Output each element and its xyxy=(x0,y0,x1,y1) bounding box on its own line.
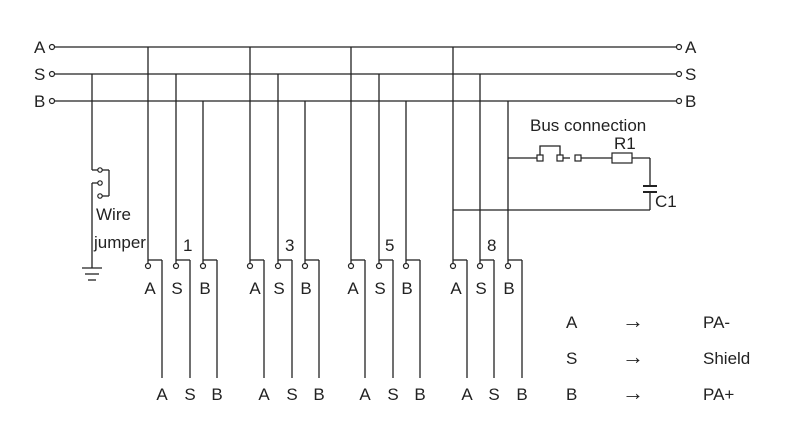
wire-jumper-label-line2: jumper xyxy=(93,233,146,252)
legend-from: B xyxy=(566,385,577,404)
bus-b-left-label: B xyxy=(34,92,45,111)
bus-s-left-label: S xyxy=(34,65,45,84)
legend-to: PA- xyxy=(703,313,730,332)
bus-b-left-terminal xyxy=(48,97,56,105)
terminal-label-bottom: S xyxy=(286,385,297,404)
terminal-group-number: 8 xyxy=(487,236,496,255)
bus-a-right-terminal xyxy=(675,43,683,51)
legend: A → PA- S → Shield B → PA+ xyxy=(566,308,750,405)
legend-to: PA+ xyxy=(703,385,734,404)
terminal-group-number: 5 xyxy=(385,236,394,255)
bottom-terminal-labels: A S B A S B A S B A S B xyxy=(156,385,527,404)
capacitor-label: C1 xyxy=(655,192,677,211)
terminal-label-bottom: B xyxy=(516,385,527,404)
terminal-group-number: 1 xyxy=(183,236,192,255)
terminal-group-5 xyxy=(347,47,421,378)
terminal-label-top: S xyxy=(374,279,385,298)
terminal-label-top: B xyxy=(503,279,514,298)
terminal-label-top: S xyxy=(475,279,486,298)
bus-a-right-label: A xyxy=(685,38,697,57)
terminal-label-bottom: B xyxy=(414,385,425,404)
legend-from: S xyxy=(566,349,577,368)
terminal-label-top: A xyxy=(450,279,462,298)
resistor-label: R1 xyxy=(614,134,636,153)
wire-jumper-label-line1: Wire xyxy=(96,205,131,224)
terminal-label-top: A xyxy=(347,279,359,298)
terminal-label-bottom: A xyxy=(258,385,270,404)
terminal-label-bottom: S xyxy=(387,385,398,404)
terminal-group-1 xyxy=(144,47,218,378)
terminal-label-bottom: S xyxy=(488,385,499,404)
terminal-group-8 xyxy=(449,47,523,378)
legend-from: A xyxy=(566,313,578,332)
terminal-group-3 xyxy=(246,47,320,378)
bus-a-left-label: A xyxy=(34,38,46,57)
bus-connection-label: Bus connection xyxy=(530,116,646,135)
terminal-label-bottom: S xyxy=(184,385,195,404)
bus-s-left-terminal xyxy=(48,70,56,78)
top-terminal-labels: A S B A S B A S B A S B xyxy=(144,279,514,298)
terminal-label-top: B xyxy=(401,279,412,298)
terminal-label-bottom: B xyxy=(313,385,324,404)
terminal-label-top: S xyxy=(171,279,182,298)
bus-s-right-terminal xyxy=(675,70,683,78)
wire-jumper xyxy=(91,74,110,268)
terminal-groups xyxy=(144,47,523,378)
resistor-r1 xyxy=(611,152,633,164)
bus-a-left-terminal xyxy=(48,43,56,51)
bus-b-right-label: B xyxy=(685,92,696,111)
bus-s-right-label: S xyxy=(685,65,696,84)
bus-lines xyxy=(48,43,683,105)
legend-arrow-icon: → xyxy=(622,344,644,369)
legend-to: Shield xyxy=(703,349,750,368)
terminal-label-top: S xyxy=(273,279,284,298)
terminal-label-top: B xyxy=(300,279,311,298)
terminal-label-top: B xyxy=(199,279,210,298)
legend-arrow-icon: → xyxy=(622,380,644,405)
terminal-label-bottom: A xyxy=(461,385,473,404)
terminal-label-bottom: B xyxy=(211,385,222,404)
terminal-label-bottom: A xyxy=(359,385,371,404)
terminal-label-top: A xyxy=(144,279,156,298)
bus-connection-circuit xyxy=(453,145,657,211)
terminal-group-number: 3 xyxy=(285,236,294,255)
legend-arrow-icon: → xyxy=(622,308,644,333)
ground-icon xyxy=(82,267,102,281)
terminal-label-bottom: A xyxy=(156,385,168,404)
terminal-label-top: A xyxy=(249,279,261,298)
bus-b-right-terminal xyxy=(675,97,683,105)
